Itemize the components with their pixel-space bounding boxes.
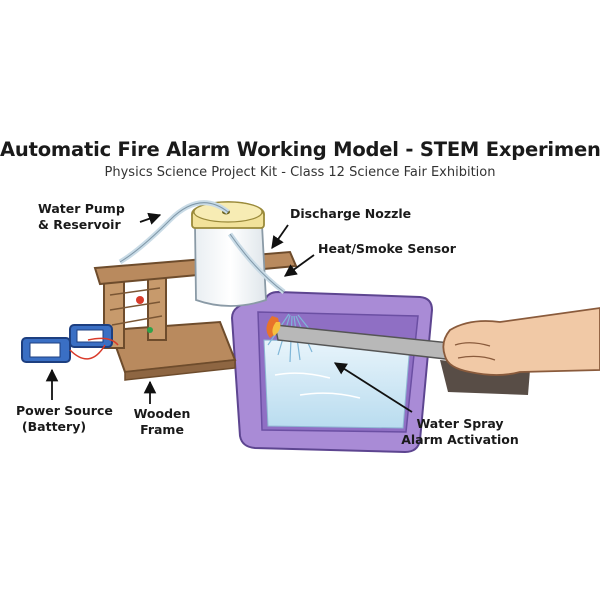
page-subtitle: Physics Science Project Kit - Class 12 S…: [104, 165, 496, 180]
label-water-pump: Water Pump & Reservoir: [38, 201, 125, 232]
hand-with-burning-stick: [266, 307, 600, 395]
water-jar: [191, 201, 267, 307]
callout-arrows: [45, 212, 413, 413]
label-heat-sensor: Heat/Smoke Sensor: [318, 241, 456, 256]
label-discharge-nozzle: Discharge Nozzle: [290, 206, 412, 221]
battery-pack: [21, 324, 119, 363]
label-power-source: Power Source (Battery): [16, 403, 113, 434]
label-wooden-frame: Wooden Frame: [133, 406, 191, 437]
page-title: Automatic Fire Alarm Working Model - STE…: [0, 138, 600, 161]
label-water-spray: Water Spray Alarm Activation: [401, 416, 519, 447]
